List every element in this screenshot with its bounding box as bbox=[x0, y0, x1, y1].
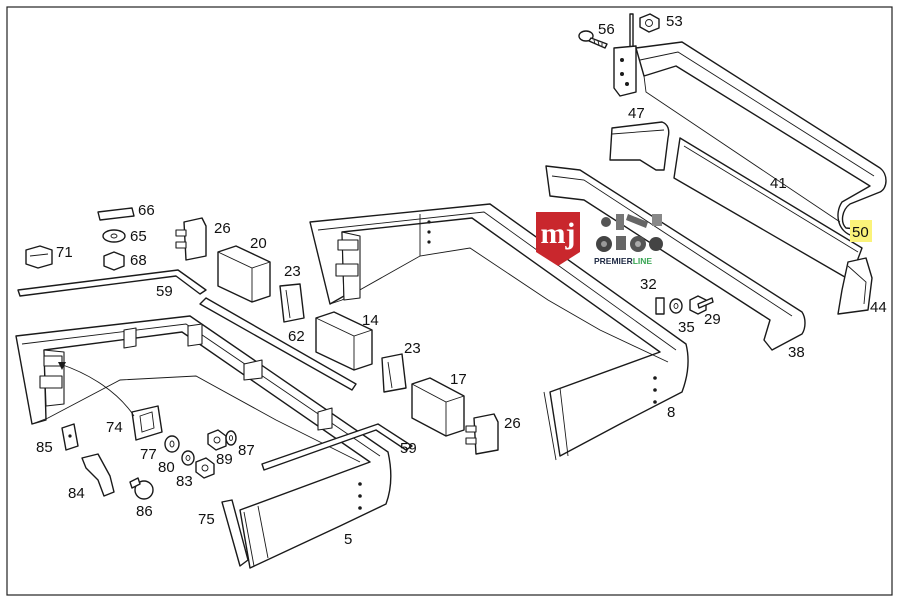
mj-logo-letters: mj bbox=[541, 217, 576, 250]
part-59-strip-lower bbox=[199, 297, 413, 471]
part-83-nut bbox=[195, 457, 215, 479]
brand-wordmark: PREMIERLINE bbox=[594, 256, 652, 266]
part-84-bracket bbox=[81, 453, 115, 497]
part-35-washer bbox=[669, 298, 683, 314]
callout-20: 20 bbox=[250, 235, 267, 252]
callout-47: 47 bbox=[628, 105, 645, 122]
callout-59-lower: 59 bbox=[400, 440, 417, 457]
callout-89: 89 bbox=[216, 451, 233, 468]
part-20-block bbox=[217, 245, 271, 303]
callout-83: 83 bbox=[176, 473, 193, 490]
callout-23-lower: 23 bbox=[404, 340, 421, 357]
callout-71: 71 bbox=[56, 244, 73, 261]
part-74-bracket bbox=[131, 405, 163, 441]
callout-65: 65 bbox=[130, 228, 147, 245]
part-71-clip bbox=[25, 245, 53, 269]
callout-84: 84 bbox=[68, 485, 85, 502]
callout-23-upper: 23 bbox=[284, 263, 301, 280]
part-86-bolt bbox=[129, 477, 154, 500]
part-41-bumper-bar bbox=[635, 41, 887, 237]
callout-77: 77 bbox=[140, 446, 157, 463]
part-29-bolt bbox=[689, 295, 714, 315]
part-77-washer bbox=[164, 435, 180, 453]
part-66-plate bbox=[97, 207, 135, 221]
part-44-corner bbox=[837, 257, 873, 315]
part-38-strip bbox=[545, 165, 806, 351]
diagram-frame bbox=[6, 6, 893, 596]
part-14-block bbox=[315, 311, 373, 371]
callout-41: 41 bbox=[770, 175, 787, 192]
callout-50: 50 bbox=[852, 224, 869, 241]
part-53-bracket bbox=[613, 13, 637, 97]
mj-logo-shield bbox=[536, 212, 580, 266]
logo-block: mj PREMIERLINE bbox=[536, 212, 663, 266]
callout-80: 80 bbox=[158, 459, 175, 476]
part-17-block bbox=[411, 377, 465, 437]
part-75-strip bbox=[221, 499, 249, 567]
part-59-strip-upper bbox=[17, 269, 207, 297]
callout-38: 38 bbox=[788, 344, 805, 361]
callout-74: 74 bbox=[106, 419, 123, 436]
callout-35: 35 bbox=[678, 319, 695, 336]
part-26-mount-lower bbox=[465, 413, 499, 455]
callout-62: 62 bbox=[288, 328, 305, 345]
callout-86: 86 bbox=[136, 503, 153, 520]
part-8-rear-bumper bbox=[309, 203, 689, 461]
part-87-nut bbox=[207, 429, 227, 451]
part-53-nut bbox=[639, 13, 660, 33]
callout-8: 8 bbox=[667, 404, 675, 421]
callout-85: 85 bbox=[36, 439, 53, 456]
callout-66: 66 bbox=[138, 202, 155, 219]
callout-68: 68 bbox=[130, 252, 147, 269]
callout-26-upper: 26 bbox=[214, 220, 231, 237]
auto-parts-collage-icon bbox=[596, 214, 663, 252]
callout-labels: 5 8 14 17 20 23 23 26 26 29 32 35 38 41 … bbox=[36, 13, 887, 548]
callout-29: 29 bbox=[704, 311, 721, 328]
part-74-cable bbox=[58, 362, 135, 417]
callout-50-highlight bbox=[850, 220, 872, 242]
callout-87: 87 bbox=[238, 442, 255, 459]
part-23-bracket-lower bbox=[381, 353, 407, 393]
callout-59-upper: 59 bbox=[156, 283, 173, 300]
callout-75: 75 bbox=[198, 511, 215, 528]
part-85-clip bbox=[61, 423, 79, 451]
part-5-front-bumper bbox=[15, 315, 392, 569]
part-47-end-piece bbox=[609, 121, 670, 171]
callout-5: 5 bbox=[344, 531, 352, 548]
part-26-mount-upper bbox=[175, 217, 207, 261]
part-89-washer bbox=[225, 430, 237, 446]
part-32-clip bbox=[655, 297, 665, 315]
callout-14: 14 bbox=[362, 312, 379, 329]
callout-17: 17 bbox=[450, 371, 467, 388]
part-65-washer bbox=[102, 229, 126, 243]
callout-26-lower: 26 bbox=[504, 415, 521, 432]
part-23-bracket-upper bbox=[279, 283, 305, 323]
part-68-nut bbox=[103, 251, 125, 271]
callout-32: 32 bbox=[640, 276, 657, 293]
callout-56: 56 bbox=[598, 21, 615, 38]
part-56-screw bbox=[578, 30, 608, 49]
callout-53: 53 bbox=[666, 13, 683, 30]
part-80-washer bbox=[181, 450, 195, 466]
callout-44: 44 bbox=[870, 299, 887, 316]
